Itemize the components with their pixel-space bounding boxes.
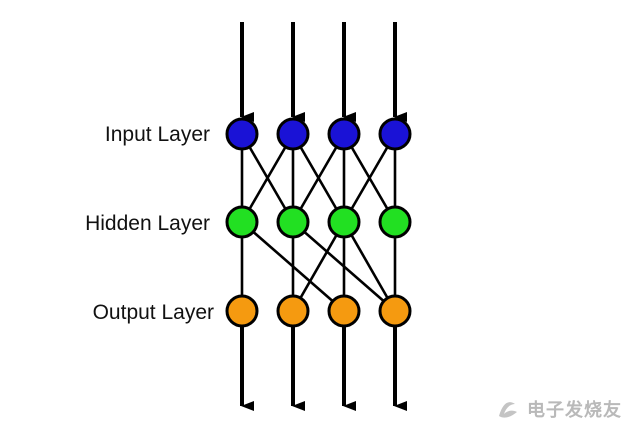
input-node-1	[225, 117, 259, 151]
edge-l1-3-to-4	[342, 221, 397, 312]
input-node-2	[276, 117, 310, 151]
edge-l1-3-to-2	[291, 221, 346, 312]
hidden-node-1	[225, 205, 259, 239]
edge-l0-4-to-3	[342, 133, 397, 223]
output-node-2	[276, 294, 310, 328]
hidden-node-2	[276, 205, 310, 239]
hidden-layer-label: Hidden Layer	[85, 212, 210, 235]
output-node-4	[378, 294, 412, 328]
output-layer-label: Output Layer	[93, 301, 214, 324]
input-node-3	[327, 117, 361, 151]
watermark: 电子发烧友	[495, 396, 622, 422]
input-node-4	[378, 117, 412, 151]
output-node-3	[327, 294, 361, 328]
output-arrows	[240, 326, 407, 411]
input-layer-label: Input Layer	[105, 123, 210, 146]
hidden-node-4	[378, 205, 412, 239]
ribbon-logo-icon	[499, 402, 517, 418]
watermark-text: 电子发烧友	[527, 400, 622, 421]
connection-lines	[240, 133, 397, 312]
hidden-node-3	[327, 205, 361, 239]
neuron-nodes	[225, 117, 412, 328]
edge-l0-2-to-1	[240, 133, 295, 223]
output-node-1	[225, 294, 259, 328]
input-arrows	[240, 22, 407, 122]
edge-l0-3-to-2	[291, 133, 346, 223]
